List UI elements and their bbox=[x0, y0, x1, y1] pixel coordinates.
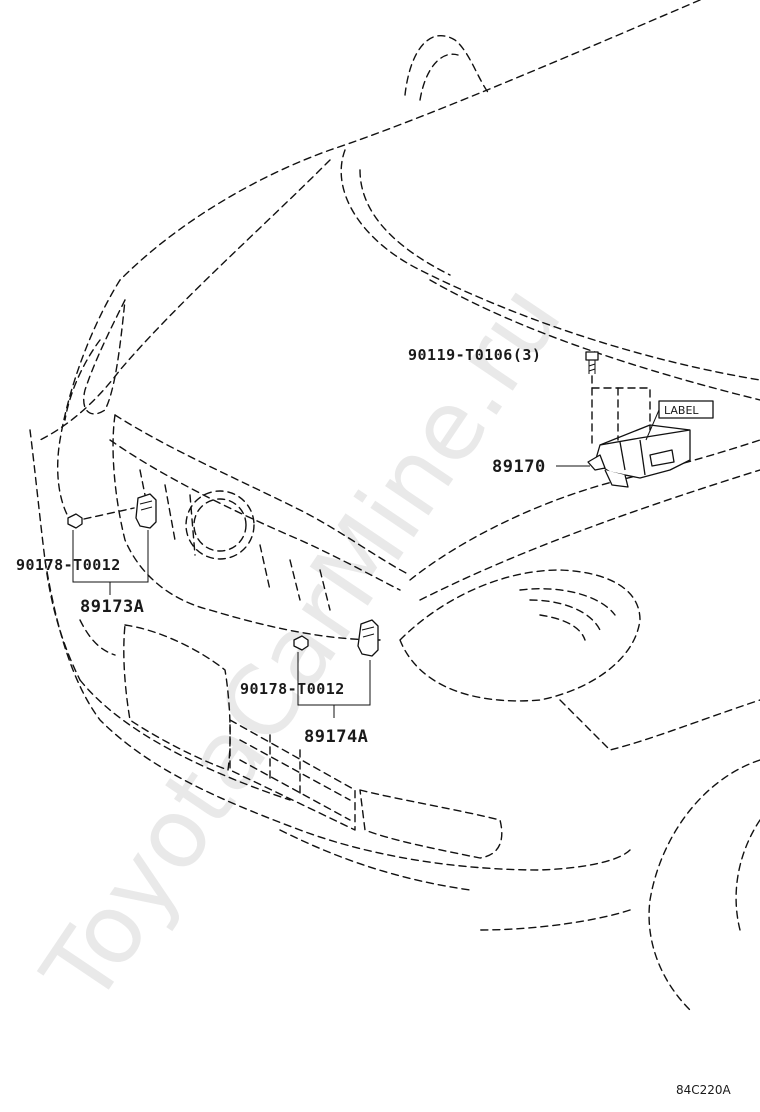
car-body-outline bbox=[29, 0, 760, 1011]
bolt-90119[interactable] bbox=[585, 351, 599, 374]
callout-90178-t0012-left: 90178-T0012 bbox=[16, 556, 121, 574]
callout-89174a: 89174A bbox=[304, 727, 368, 747]
label-tag-text: LABEL bbox=[664, 404, 699, 417]
callout-89173a: 89173A bbox=[80, 597, 144, 617]
control-unit-89170[interactable] bbox=[587, 424, 691, 488]
callout-89170: 89170 bbox=[492, 457, 546, 477]
nut-left-guide bbox=[83, 507, 135, 520]
sensor-89173a[interactable] bbox=[135, 493, 157, 529]
bolt-guide-lines bbox=[591, 375, 651, 449]
label-tag: LABEL bbox=[645, 400, 714, 441]
callout-90178-t0012-right: 90178-T0012 bbox=[240, 680, 345, 698]
sensor-89174a[interactable] bbox=[357, 619, 379, 657]
nut-90178-right[interactable] bbox=[293, 635, 309, 651]
callout-90119-t0106: 90119-T0106(3) bbox=[408, 346, 541, 364]
nut-90178-left[interactable] bbox=[67, 513, 83, 529]
diagram-code: 84C220A bbox=[676, 1083, 732, 1097]
